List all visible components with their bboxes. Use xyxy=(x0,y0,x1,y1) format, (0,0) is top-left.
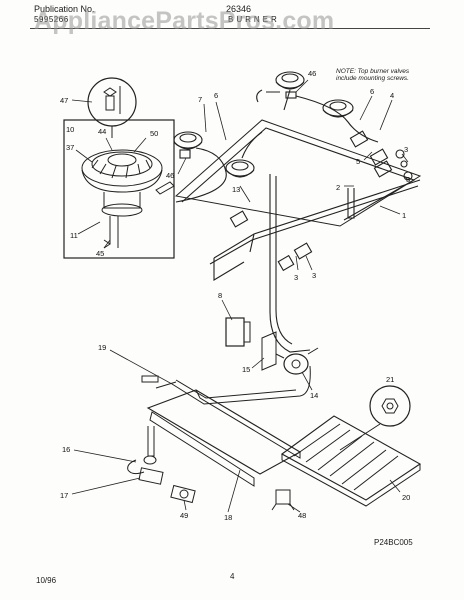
callout-46-top: 46 xyxy=(308,69,316,78)
callout-49: 49 xyxy=(180,511,188,520)
callout-16: 16 xyxy=(62,445,70,454)
callout-46: 46 xyxy=(166,171,174,180)
publication-code: 5995266 xyxy=(34,15,69,24)
callout-44: 44 xyxy=(98,127,106,136)
spark-module-bracket xyxy=(225,317,319,375)
callout-5: 5 xyxy=(356,157,360,166)
callout-48: 48 xyxy=(298,511,306,520)
callout-3-b: 3 xyxy=(406,175,410,184)
callout-6-right: 6 xyxy=(370,87,374,96)
callout-47: 47 xyxy=(60,96,68,105)
burner-detail-inset xyxy=(63,77,175,259)
model-number: 26346 xyxy=(226,4,252,14)
callout-3-c: 3 xyxy=(294,273,298,282)
page-number: 4 xyxy=(230,572,235,581)
callout-45: 45 xyxy=(96,249,104,258)
callout-1: 1 xyxy=(402,211,406,220)
note-text: NOTE: Top burner valves include mounting… xyxy=(336,68,410,82)
oven-burner-assembly xyxy=(127,365,422,511)
callout-17: 17 xyxy=(60,491,68,500)
callout-6: 6 xyxy=(214,91,218,100)
header-rule xyxy=(30,28,430,29)
leader-lines xyxy=(71,79,409,513)
callout-3-d: 3 xyxy=(312,271,316,280)
callout-50: 50 xyxy=(150,129,158,138)
callout-10: 10 xyxy=(66,125,74,134)
callout-8: 8 xyxy=(218,291,222,300)
callout-11: 11 xyxy=(70,231,78,240)
callout-21: 21 xyxy=(386,375,394,384)
callout-14: 14 xyxy=(310,391,318,400)
callout-19: 19 xyxy=(98,343,106,352)
footer-date: 10/96 xyxy=(36,576,57,585)
callout-18: 18 xyxy=(224,513,232,522)
callout-15: 15 xyxy=(242,365,250,374)
callout-labels: 47 10 44 50 37 11 45 7 6 46 13 46 6 4 5 … xyxy=(60,69,410,522)
watermark-text: AppliancePartsPros.com xyxy=(34,7,335,35)
callout-20: 20 xyxy=(402,493,410,502)
publication-label: Publication No. xyxy=(34,4,95,14)
figure-code: P24BC005 xyxy=(374,538,413,547)
top-burners-manifold xyxy=(173,71,422,353)
callout-7: 7 xyxy=(198,95,202,104)
callout-37: 37 xyxy=(66,143,74,152)
section-title: BURNER xyxy=(228,15,280,24)
callout-13: 13 xyxy=(232,185,240,194)
callout-2: 2 xyxy=(336,183,340,192)
callout-4: 4 xyxy=(390,91,394,100)
callout-3-a: 3 xyxy=(404,145,408,154)
